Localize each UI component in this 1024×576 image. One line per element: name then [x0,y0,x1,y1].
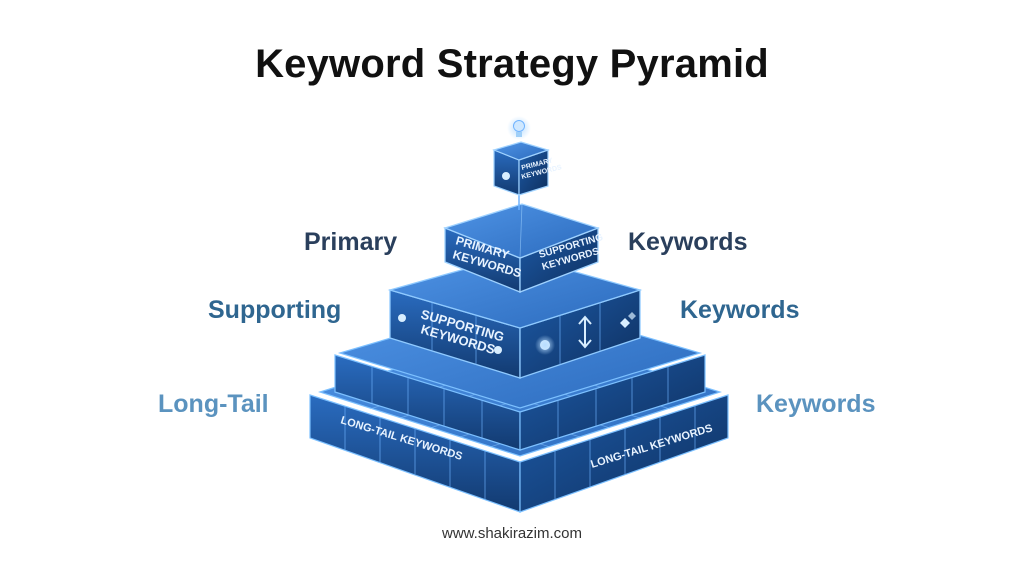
lightbulb-icon [502,172,510,180]
primary-label-right: Keywords [628,228,748,256]
lightbulb-icon [398,314,555,355]
supporting-tier: SUPPORTING KEYWORDS [334,254,706,451]
website-url: www.shakirazim.com [441,525,583,542]
supporting-label-left: Supporting [208,296,342,324]
up-down-arrow-icon [578,315,592,349]
page-title: Keyword Strategy Pyramid [255,42,769,86]
lightbulb-icon [507,116,531,140]
primary-label-left: Primary [304,228,398,256]
primary-tier: PRIMARY KEYWORDS SUPPORTING KEYWORDS [443,203,605,293]
longtail-label-right: Keywords [756,390,876,418]
diamond-icon [620,312,636,328]
supporting-label-right: Keywords [680,296,800,324]
longtail-label-left: Long-Tail [158,390,269,418]
top-cube: PRIMARY KEYWORDS [492,141,563,210]
